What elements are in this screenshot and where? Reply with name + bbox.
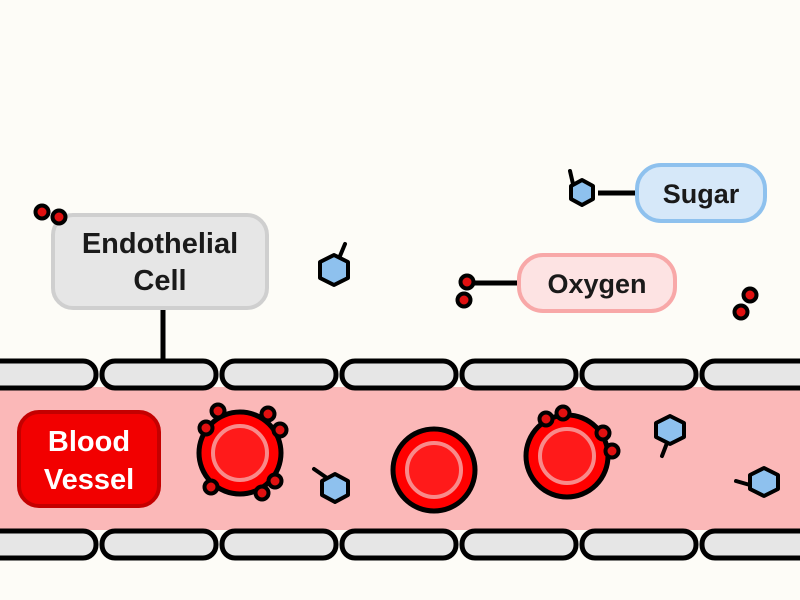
red-blood-cell-icon — [390, 426, 478, 514]
oxygen-molecule-icon — [554, 404, 572, 422]
endothelial-cell-icon — [699, 528, 800, 561]
oxygen-molecule-icon — [202, 478, 220, 496]
endothelial-cell-icon — [459, 528, 579, 561]
oxygen-on-cells — [197, 402, 621, 502]
endothelial-cell-icon — [99, 528, 219, 561]
endothelial-cell-icon — [219, 528, 339, 561]
oxygen-molecule-icon — [266, 472, 284, 490]
endothelial-cell-icon — [579, 358, 699, 391]
oxygen-molecule-icon — [455, 273, 476, 309]
oxygen-molecule-icon — [209, 402, 227, 420]
endothelial-label-box — [51, 213, 269, 310]
vessel-wall-top — [0, 358, 800, 391]
oxygen-molecule-icon — [271, 421, 289, 439]
endothelial-cell-icon — [219, 358, 339, 391]
endothelial-cell-icon — [339, 528, 459, 561]
endothelial-cell-icon — [699, 358, 800, 391]
blood-vessel-label-box — [17, 410, 161, 508]
endothelial-label-line2: Cell — [133, 265, 186, 297]
sugar-molecule-icon — [318, 242, 350, 287]
sugar-molecule-icon — [654, 414, 686, 458]
endothelial-cell-icon — [0, 528, 99, 561]
vessel-wall-bottom — [0, 528, 800, 561]
sugar-label: Sugar — [663, 179, 740, 209]
oxygen-molecule-icon — [603, 442, 621, 460]
oxygen-label: Oxygen — [547, 269, 646, 299]
endothelial-cell-icon — [579, 528, 699, 561]
oxygen-label-box — [517, 253, 677, 313]
sugar-molecule-icon — [312, 467, 350, 504]
endothelial-cell-icon — [459, 358, 579, 391]
endothelial-cell-icon — [339, 358, 459, 391]
sugar-molecule-icon — [568, 169, 595, 207]
endothelial-label-line1: Endothelial — [82, 228, 238, 260]
oxygen-molecule-icon — [259, 405, 277, 423]
endothelial-cell-icon — [0, 358, 99, 391]
red-blood-cell-icon — [523, 412, 611, 500]
blood-vessel-label-line2: Vessel — [44, 464, 134, 496]
oxygen-molecule-icon — [197, 419, 215, 437]
sugar-molecule-icon — [734, 466, 780, 498]
endothelial-cell-icon — [99, 358, 219, 391]
oxygen-molecule-icon — [253, 484, 271, 502]
blood-vessel-label-line1: Blood — [48, 426, 130, 458]
oxygen-molecule-icon — [33, 203, 68, 226]
sugar-label-box — [635, 163, 767, 223]
oxygen-molecule-icon — [537, 410, 555, 428]
oxygen-molecule-icon — [594, 424, 612, 442]
oxygen-molecule-icon — [732, 286, 759, 321]
red-blood-cell-icon — [196, 409, 284, 497]
